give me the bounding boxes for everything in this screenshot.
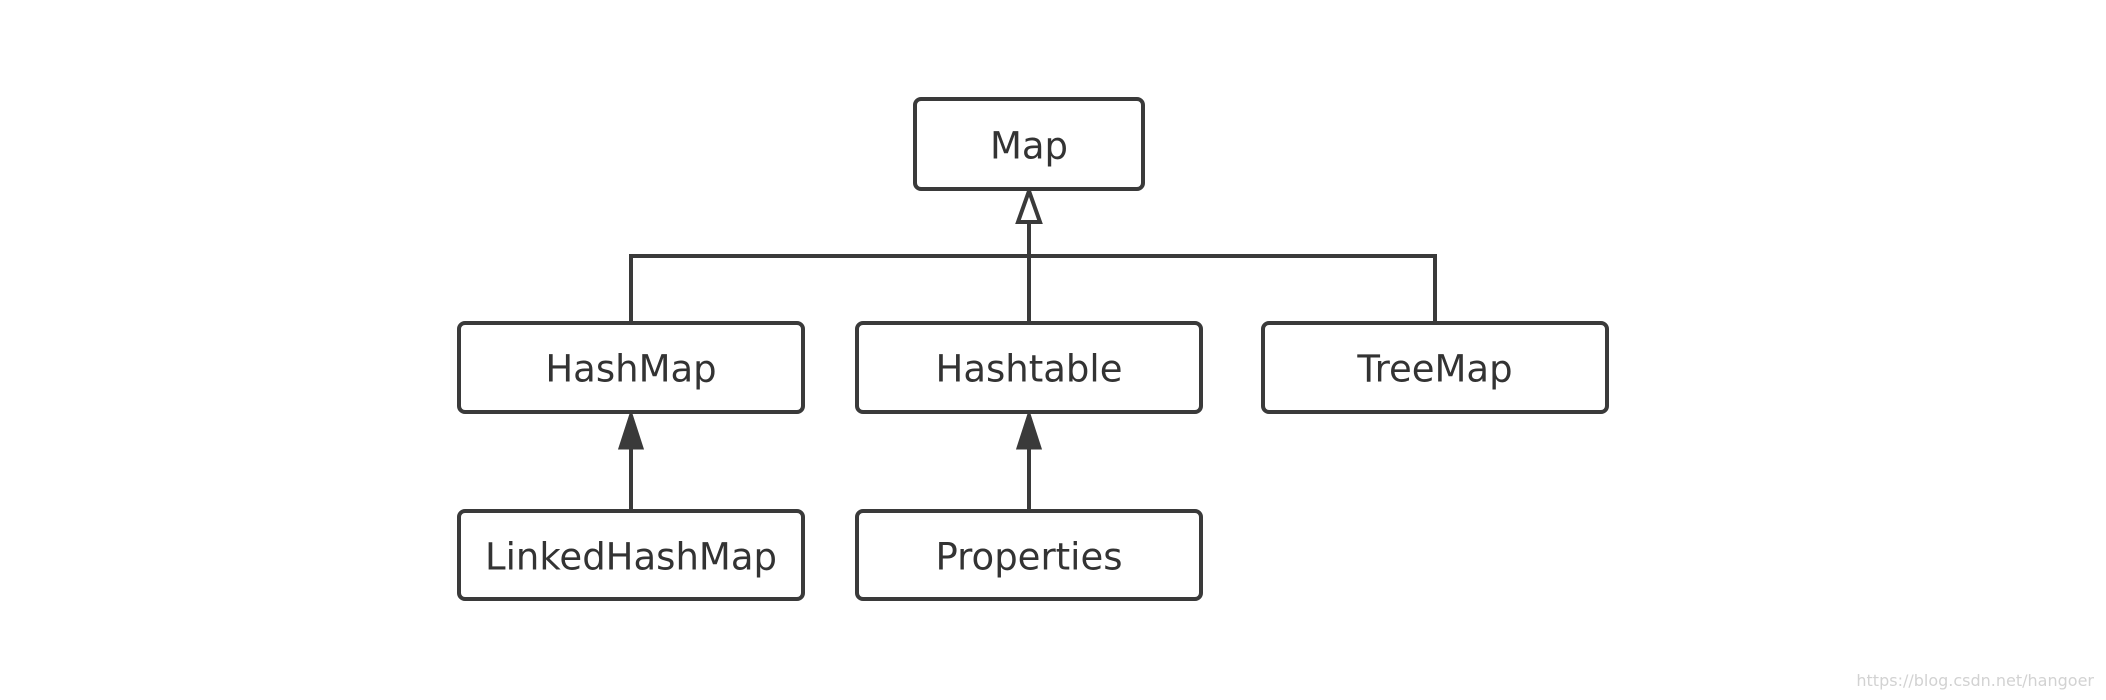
node-treemap: TreeMap <box>1261 321 1609 414</box>
node-hashtable: Hashtable <box>855 321 1203 414</box>
edge-bus-horizontal <box>629 254 1437 323</box>
node-map-label: Map <box>990 125 1068 168</box>
node-linkedhashmap: LinkedHashMap <box>457 509 805 601</box>
node-properties-label: Properties <box>936 536 1123 579</box>
node-hashtable-label: Hashtable <box>936 348 1123 391</box>
node-linkedhashmap-label: LinkedHashMap <box>485 536 777 579</box>
node-properties: Properties <box>855 509 1203 601</box>
node-hashmap: HashMap <box>457 321 805 414</box>
filled-arrowhead-hashtable <box>1015 409 1043 450</box>
node-map: Map <box>913 97 1145 191</box>
connectors <box>617 185 1437 511</box>
node-treemap-label: TreeMap <box>1356 348 1512 391</box>
node-hashmap-label: HashMap <box>545 348 716 391</box>
generalization-arrowhead <box>1015 185 1043 224</box>
watermark-url: https://blog.csdn.net/hangoer <box>1856 671 2094 690</box>
filled-arrowhead-hashmap <box>617 409 645 450</box>
